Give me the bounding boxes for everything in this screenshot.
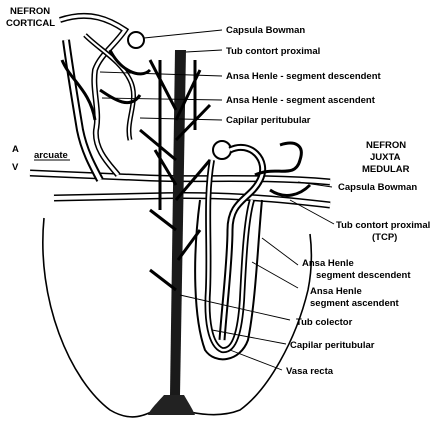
label-arcuate: arcuate <box>34 150 68 161</box>
label-artery-a: A <box>12 144 19 155</box>
label-capsula-bowman-1: Capsula Bowman <box>226 25 305 36</box>
label-tcp-2: (TCP) <box>372 232 397 243</box>
label-ansa-henle-2b: segment descendent <box>316 270 411 281</box>
label-capsula-bowman-2: Capsula Bowman <box>338 182 417 193</box>
label-ansa-henle-descendent-1: Ansa Henle - segment descendent <box>226 71 382 82</box>
label-nefron-jm-1: NEFRON <box>366 140 406 151</box>
cortical-nephron <box>59 12 152 182</box>
leader-lines <box>34 29 335 371</box>
label-ansa-henle-2a: Ansa Henle <box>302 258 354 269</box>
label-vasa-recta: Vasa recta <box>286 366 334 377</box>
label-vein-v: V <box>12 162 19 173</box>
label-capilar-peritubular-1: Capilar peritubular <box>226 115 311 126</box>
label-nefron-jm-2: JUXTA <box>370 152 401 163</box>
label-ansa-henle-3b: segment ascendent <box>310 298 400 309</box>
label-nefron-cortical-2: CORTICAL <box>6 18 55 29</box>
label-tub-colector: Tub colector <box>296 317 353 328</box>
label-nefron-jm-3: MEDULAR <box>362 164 410 175</box>
label-nefron-cortical-1: NEFRON <box>10 6 50 17</box>
central-duct <box>148 50 195 415</box>
label-ansa-henle-3a: Ansa Henle <box>310 286 362 297</box>
label-tub-contort-proximal-1: Tub contort proximal <box>226 46 320 57</box>
label-tcp-1: Tub contort proximal <box>336 220 430 231</box>
juxtamedullary-nephron <box>194 140 312 361</box>
label-capilar-peritubular-2: Capilar peritubular <box>290 340 375 351</box>
label-ansa-henle-ascendent-1: Ansa Henle - segment ascendent <box>226 95 376 106</box>
